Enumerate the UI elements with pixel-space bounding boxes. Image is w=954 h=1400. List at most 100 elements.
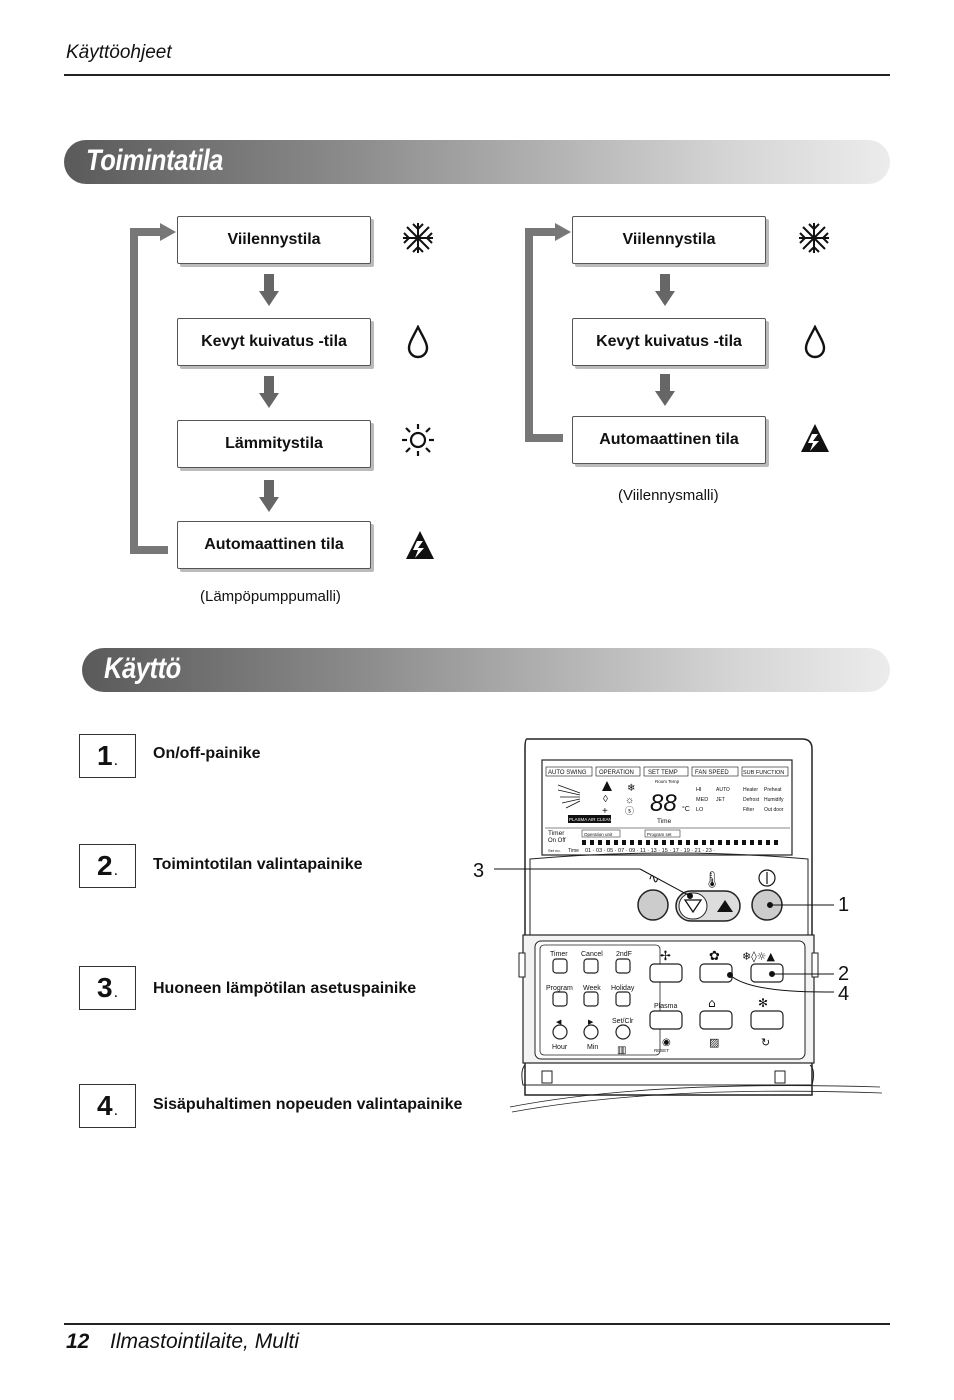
callout-number: 1 bbox=[838, 894, 850, 916]
time-axis-label: Time bbox=[568, 848, 579, 854]
cancel-button bbox=[583, 958, 599, 974]
fan-speed-lo: LO bbox=[696, 807, 704, 813]
sub-func-label: Defrost bbox=[743, 797, 760, 803]
power-icon bbox=[758, 869, 776, 887]
program-set-label: Program set bbox=[647, 832, 672, 837]
week-button bbox=[583, 991, 599, 1007]
header-rule bbox=[64, 74, 890, 76]
callout-number: 4 bbox=[838, 983, 850, 1005]
swing-icon: ∿ bbox=[648, 871, 660, 887]
return-icon: ↻ bbox=[761, 1036, 770, 1049]
section-header: Käyttöohjeet bbox=[66, 42, 172, 63]
set-clr-button bbox=[615, 1024, 631, 1040]
auto-mode-icon bbox=[801, 424, 829, 452]
btn-label: Cancel bbox=[581, 951, 603, 958]
lcd-tab: AUTO SWING bbox=[548, 770, 587, 776]
temp-up-icon bbox=[717, 900, 733, 912]
sub-func-label: Preheat bbox=[764, 787, 782, 793]
thermometer-icon: 🌡 bbox=[702, 870, 722, 889]
caption-heatpump: (Lämpöpumppumalli) bbox=[200, 588, 341, 605]
temp-down-icon bbox=[683, 899, 703, 914]
plasma-indicator: PLASMA AIR CLEAN bbox=[569, 817, 612, 822]
set-no-label: Set no. bbox=[548, 848, 561, 853]
step-label: Huoneen lämpötilan asetuspainike bbox=[153, 980, 417, 997]
snowflake-icon bbox=[799, 223, 829, 253]
btn-label: Min bbox=[587, 1044, 598, 1051]
btn-label: 2ndF bbox=[616, 951, 632, 958]
mode-box-dry: Kevyt kuivatus -tila bbox=[572, 318, 766, 366]
loop-arrow-heatpump bbox=[130, 223, 176, 554]
on-off-label: On Off bbox=[548, 838, 566, 844]
timer-label: Timer bbox=[548, 830, 565, 837]
mode-box-heating: Lämmitystila bbox=[177, 420, 371, 468]
mode-box-cooling: Viilennystila bbox=[177, 216, 371, 264]
section-banner-usage: Käyttö bbox=[82, 648, 890, 692]
fan-speed-icon: ✿ bbox=[709, 949, 720, 964]
mode-icons: ❄◊☼▲ bbox=[742, 950, 776, 963]
program-button bbox=[552, 991, 568, 1007]
sun-icon: ☼ bbox=[625, 795, 634, 806]
down-arrow bbox=[259, 376, 279, 408]
auto-mode-icon bbox=[406, 531, 434, 559]
temp-unit: °C bbox=[682, 805, 690, 813]
btn-label: Program bbox=[546, 985, 573, 992]
fan-speed-jet: JET bbox=[716, 797, 725, 803]
loop-arrow-cooling bbox=[525, 223, 571, 442]
sub-func-label: Humidify bbox=[764, 797, 784, 803]
btn-label: Week bbox=[583, 985, 601, 992]
page-number: 12 bbox=[66, 1330, 90, 1353]
right-arrow-icon: ▶ bbox=[588, 1018, 594, 1026]
sub-function-button bbox=[750, 1010, 784, 1030]
fan-speed-med: MED bbox=[696, 797, 708, 803]
2ndf-button bbox=[615, 958, 631, 974]
fan-speed-hi: HI bbox=[696, 787, 702, 793]
step-number: 4. bbox=[79, 1084, 136, 1128]
mode-box-cooling: Viilennystila bbox=[572, 216, 766, 264]
timer-button bbox=[552, 958, 568, 974]
left-arrow-icon: ◀ bbox=[556, 1018, 562, 1026]
ventilation-button bbox=[699, 1010, 733, 1030]
down-arrow bbox=[259, 480, 279, 512]
min-button bbox=[583, 1024, 599, 1040]
btn-label: Holiday bbox=[611, 985, 635, 992]
caption-cooling: (Viilennysmalli) bbox=[618, 487, 719, 504]
lcd-tab: OPERATION bbox=[599, 770, 634, 776]
btn-label: Plasma bbox=[654, 1003, 677, 1010]
home-icon: ⌂ bbox=[708, 996, 716, 1010]
sub-function-icon: ✻ bbox=[758, 996, 768, 1010]
down-arrow bbox=[655, 274, 675, 306]
fan-icon: + bbox=[602, 806, 608, 817]
step-number: 2. bbox=[79, 844, 136, 888]
down-arrow bbox=[259, 274, 279, 306]
droplet-icon bbox=[804, 325, 826, 359]
holiday-button bbox=[615, 991, 631, 1007]
step-label: Toimintotilan valintapainike bbox=[153, 856, 363, 873]
btn-label: Timer bbox=[550, 951, 568, 958]
hour-scale: 01 · 03 · 05 · 07 · 09 · 11 · 13 · 15 · … bbox=[585, 848, 715, 854]
sub-func-label: Out door bbox=[764, 807, 784, 813]
recycle-icon: ⓢ bbox=[625, 806, 634, 816]
book-icon: ▥ bbox=[617, 1045, 626, 1056]
step-label: On/off-painike bbox=[153, 745, 261, 762]
lcd-tab: SET TEMP bbox=[648, 770, 678, 776]
droplet-icon: ◊ bbox=[603, 794, 608, 805]
step-label: Sisäpuhaltimen nopeuden valintapainike bbox=[153, 1096, 463, 1113]
footer-title: Ilmastointilaite, Multi bbox=[110, 1330, 300, 1353]
mode-box-auto: Automaattinen tila bbox=[177, 521, 371, 569]
callout-number: 3 bbox=[473, 860, 485, 882]
operation-unit-label: Operation unit bbox=[584, 832, 613, 837]
fan-speed-button bbox=[699, 963, 733, 983]
operation-mode-button bbox=[750, 963, 784, 983]
plasma-icon: ◉ bbox=[662, 1037, 671, 1048]
sub-func-label: Heater bbox=[743, 787, 758, 793]
mode-box-dry: Kevyt kuivatus -tila bbox=[177, 318, 371, 366]
remote-controller-illustration: AUTO SWING OPERATION SET TEMP FAN SPEED … bbox=[494, 738, 883, 1113]
lcd-tab: SUB FUNCTION bbox=[743, 770, 784, 776]
time-label: Time bbox=[657, 818, 672, 825]
btn-label: Set/Clr bbox=[612, 1018, 634, 1025]
btn-label: Hour bbox=[552, 1044, 568, 1051]
fan-icon: ✢ bbox=[660, 949, 671, 964]
snowflake-icon: ❄ bbox=[627, 783, 635, 794]
droplet-icon bbox=[407, 325, 429, 359]
sub-func-label: Filter bbox=[743, 807, 754, 813]
